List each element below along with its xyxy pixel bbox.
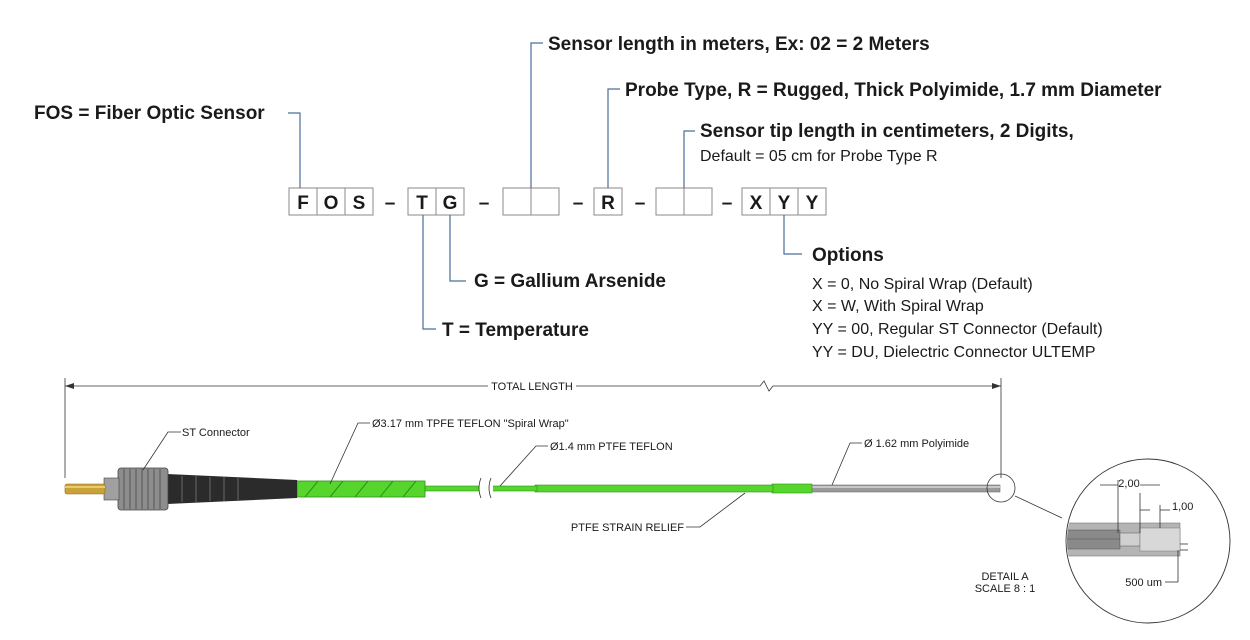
connector-knurl (123, 469, 161, 509)
label-tip-default: Default = 05 cm for Probe Type R (700, 148, 938, 165)
code-separator: – (479, 193, 490, 214)
option-item: YY = DU, Dielectric Connector ULTEMP (812, 344, 1096, 361)
label-spiral-wrap: Ø3.17 mm TPFE TEFLON "Spiral Wrap" (372, 418, 569, 430)
leader-fos (288, 112, 301, 188)
label-sensor-length: Sensor length in meters, Ex: 02 = 2 Mete… (548, 34, 930, 55)
total-length-dimension: TOTAL LENGTH (64, 378, 1002, 478)
connector-boot (167, 474, 297, 504)
option-item: X = 0, No Spiral Wrap (Default) (812, 276, 1033, 293)
label-ptfe-teflon: Ø1.4 mm PTFE TEFLON (550, 441, 673, 453)
code-cell-r (593, 187, 623, 216)
label-dim-500um: 500 um (1125, 577, 1162, 589)
label-strain-relief: PTFE STRAIN RELIEF (571, 522, 684, 534)
label-dim-200: 2,00 (1118, 478, 1139, 490)
code-separator: – (722, 193, 733, 214)
break-mark (478, 477, 493, 499)
option-item: X = W, With Spiral Wrap (812, 298, 984, 315)
leader-lines (288, 42, 802, 330)
code-char-f: F (297, 193, 309, 214)
sensor-assembly (64, 467, 1001, 511)
detail-probe-zoom (1067, 522, 1181, 557)
code-char-s: S (353, 193, 366, 214)
code-char-y2: Y (806, 193, 819, 214)
code-char-y1: Y (778, 193, 791, 214)
code-separator: – (385, 193, 396, 214)
label-scale: SCALE 8 : 1 (975, 583, 1036, 595)
leader-probe (607, 88, 620, 188)
code-cell-length-1 (502, 187, 532, 216)
label-probe-type: Probe Type, R = Rugged, Thick Polyimide,… (625, 80, 1162, 101)
code-cell-s (344, 187, 374, 216)
label-total-length: TOTAL LENGTH (491, 381, 573, 393)
connector-collar (103, 477, 120, 501)
code-cell-y2 (797, 187, 827, 216)
leader-tip (683, 130, 695, 188)
detail-a: 2,00 1,00 500 um DETAIL A SCALE 8 : 1 (975, 458, 1231, 624)
strain-relief (771, 483, 813, 494)
code-char-o: O (324, 193, 339, 214)
label-tip-length: Sensor tip length in centimeters, 2 Digi… (700, 121, 1074, 142)
code-cell-tip-1 (655, 187, 685, 216)
code-cell-o (316, 187, 346, 216)
label-detail-a: DETAIL A (981, 571, 1029, 583)
label-fos: FOS = Fiber Optic Sensor (34, 103, 265, 124)
code-char-g: G (443, 193, 458, 214)
label-polyimide: Ø 1.62 mm Polyimide (864, 438, 969, 450)
code-separator: – (573, 193, 584, 214)
code-separator: – (635, 193, 646, 214)
label-temperature: T = Temperature (442, 320, 589, 341)
label-options-title: Options (812, 245, 884, 266)
code-cell-y1 (769, 187, 799, 216)
detail-marker-circle (986, 473, 1016, 503)
labels: FOS = Fiber Optic Sensor Sensor length i… (34, 34, 1162, 361)
code-char-t: T (416, 193, 428, 214)
drawing-callouts: ST Connector Ø3.17 mm TPFE TEFLON "Spira… (142, 418, 969, 534)
option-item: YY = 00, Regular ST Connector (Default) (812, 321, 1103, 338)
leader-options (783, 215, 802, 255)
label-dim-100: 1,00 (1172, 501, 1193, 513)
code-char-x: X (750, 193, 763, 214)
leader-length (530, 42, 543, 188)
ptfe-tube (534, 484, 774, 493)
code-cell-tip-2 (683, 187, 713, 216)
code-char-r: R (601, 193, 615, 214)
part-number-code: F O S – T G – – R – – X Y Y (288, 187, 827, 216)
boot-ribs (181, 476, 239, 502)
label-gallium: G = Gallium Arsenide (474, 271, 666, 292)
code-cell-f (288, 187, 318, 216)
brass-ferrule (64, 483, 106, 495)
code-cell-length-2 (530, 187, 560, 216)
leader-gallium (449, 215, 466, 282)
code-cell-x (741, 187, 771, 216)
label-st-connector: ST Connector (182, 427, 250, 439)
leader-temperature (422, 215, 436, 330)
spiral-lines (304, 480, 417, 498)
